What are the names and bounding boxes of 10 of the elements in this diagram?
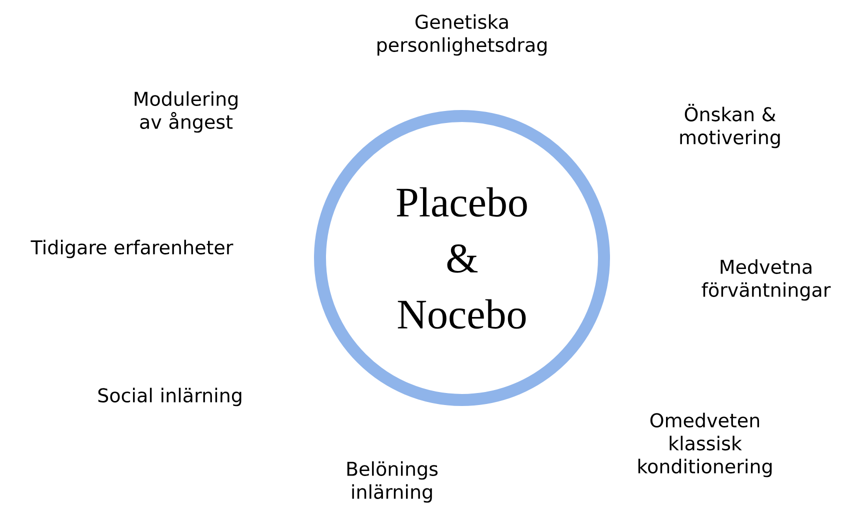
factor-label: Tidigare erfarenheter xyxy=(30,240,234,258)
factor-label: Belönings inlärning xyxy=(347,461,438,503)
factor-label: Omedveten klassisk konditionering xyxy=(638,412,772,478)
factor-label: Önskan & motivering xyxy=(680,104,780,148)
factor-label: Social inlärning xyxy=(98,388,242,406)
factor-label: Modulering av ångest xyxy=(134,91,238,133)
center-title: Placebo & Nocebo xyxy=(396,187,527,329)
factor-label: Medvetna förväntningar xyxy=(702,259,831,301)
factor-label: Genetiska personlighetsdrag xyxy=(378,14,546,56)
ring-circle xyxy=(314,110,610,406)
